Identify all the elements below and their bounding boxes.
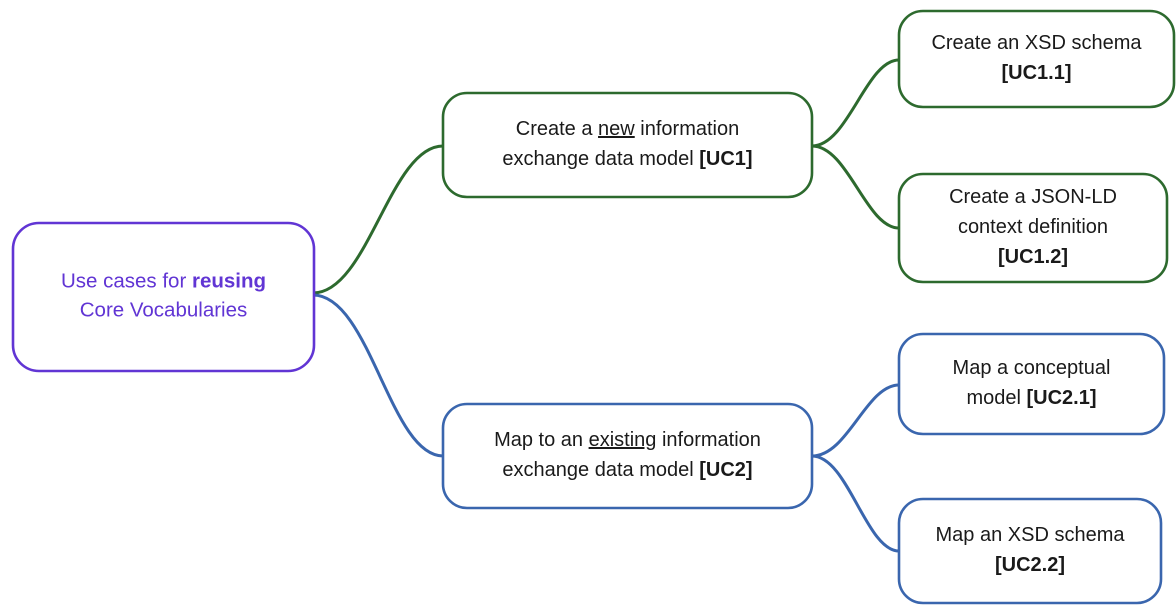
text-run: Map an XSD schema: [936, 524, 1126, 546]
text-run: information: [635, 118, 740, 140]
connector-uc1-to-uc1-2: [810, 144, 901, 230]
node-uc1-2-line-3: [UC1.2]: [998, 246, 1068, 268]
text-run: Map a conceptual: [953, 357, 1111, 379]
text-run: Map to an: [494, 429, 589, 451]
text-run: reusing: [192, 270, 266, 293]
node-uc1-2-line-2: context definition: [958, 216, 1108, 238]
text-run: existing: [589, 429, 657, 451]
node-uc1-shape: [441, 91, 814, 199]
text-run: [UC1]: [699, 148, 752, 170]
text-run: [UC1.2]: [998, 246, 1068, 268]
connector-uc1-to-uc1-1: [810, 58, 901, 148]
text-run: Create a: [516, 118, 598, 140]
text-run: new: [598, 118, 635, 140]
node-uc2-line-2: exchange data model [UC2]: [502, 459, 752, 481]
node-uc2-1[interactable]: Map a conceptual model [UC2.1]: [897, 332, 1166, 436]
node-uc2-1-line-1: Map a conceptual: [953, 357, 1111, 379]
text-run: model: [966, 387, 1026, 409]
text-run: information: [656, 429, 761, 451]
root-node-line-2: Core Vocabularies: [80, 299, 248, 322]
node-uc2-2[interactable]: Map an XSD schema [UC2.2]: [897, 497, 1163, 605]
text-run: [UC2]: [699, 459, 752, 481]
node-uc2-2-line-1: Map an XSD schema: [936, 524, 1126, 546]
text-run: [UC1.1]: [1001, 62, 1071, 84]
node-uc2-2-shape: [897, 497, 1163, 605]
connector-root-to-uc2: [311, 293, 445, 458]
node-uc1-2-line-1: Create a JSON-LD: [949, 186, 1117, 208]
text-run: Create a JSON-LD: [949, 186, 1117, 208]
node-uc1-1[interactable]: Create an XSD schema [UC1.1]: [897, 9, 1176, 109]
text-run: [UC2.2]: [995, 554, 1065, 576]
node-uc1-1-line-1: Create an XSD schema: [931, 32, 1142, 54]
node-uc1[interactable]: Create a new information exchange data mo…: [441, 91, 814, 199]
connector-root-to-uc1: [311, 144, 445, 295]
node-uc1-line-1: Create a new information: [516, 118, 739, 140]
node-uc1-1-line-2: [UC1.1]: [1001, 62, 1071, 84]
node-uc2-2-line-2: [UC2.2]: [995, 554, 1065, 576]
root-node-shape: [11, 221, 316, 373]
text-run: Core Vocabularies: [80, 299, 248, 322]
node-uc1-line-2: exchange data model [UC1]: [502, 148, 752, 170]
connector-uc2-to-uc2-2: [810, 454, 901, 553]
root-node-line-1: Use cases for reusing: [61, 270, 266, 293]
text-run: Create an XSD schema: [931, 32, 1142, 54]
text-run: context definition: [958, 216, 1108, 238]
text-run: Use cases for: [61, 270, 192, 293]
node-uc2-1-line-2: model [UC2.1]: [966, 387, 1096, 409]
text-run: exchange data model: [502, 459, 699, 481]
node-uc2-1-shape: [897, 332, 1166, 436]
node-uc1-2-shape: [897, 172, 1169, 284]
text-run: [UC2.1]: [1027, 387, 1097, 409]
node-uc2-line-1: Map to an existing information: [494, 429, 761, 451]
connector-uc2-to-uc2-1: [810, 383, 901, 458]
node-uc1-1-shape: [897, 9, 1176, 109]
connectors-layer: [311, 58, 901, 553]
node-uc1-2[interactable]: Create a JSON-LD context definition [UC1.2…: [897, 172, 1169, 284]
node-uc2[interactable]: Map to an existing information exchange d…: [441, 402, 814, 510]
text-run: exchange data model: [502, 148, 699, 170]
node-uc2-shape: [441, 402, 814, 510]
